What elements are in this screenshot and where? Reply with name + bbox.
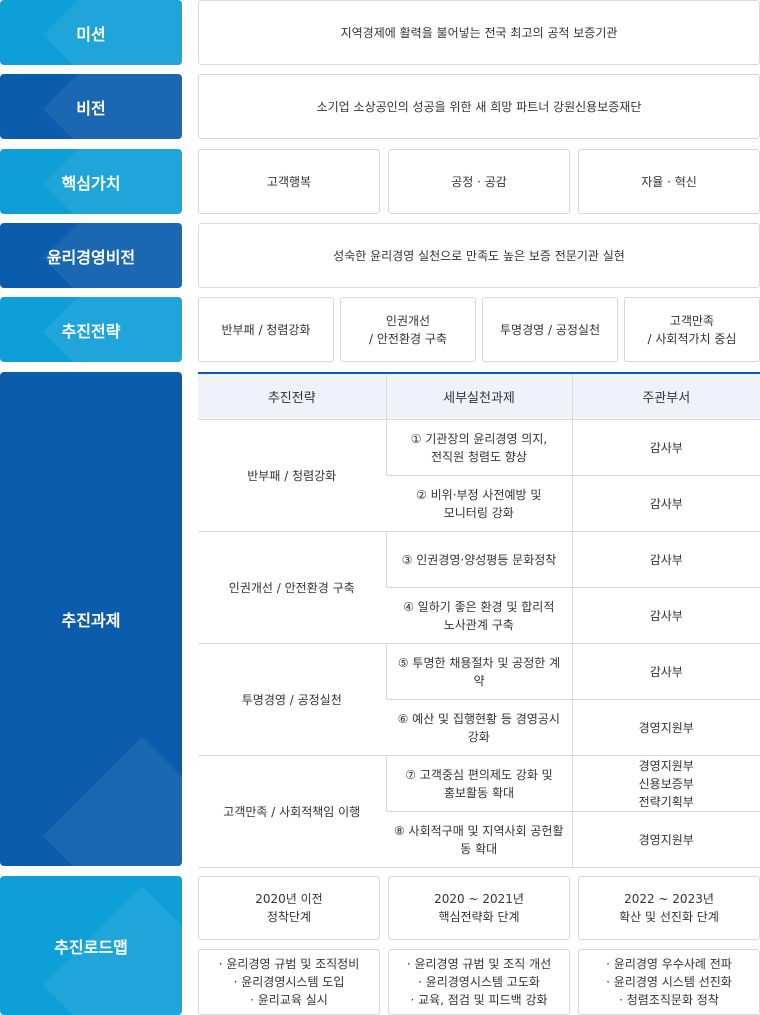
strategies-label: 추진전략 [0, 297, 182, 362]
dept-cell: 감사부 [571, 643, 760, 700]
core-value-item: 자율 · 혁신 [578, 149, 760, 214]
task-cell: ① 기관장의 윤리경영 의지, 전직원 청렴도 향상 [385, 419, 572, 476]
dept-cell: 경영지원부 [571, 811, 760, 868]
table-header-row: 추진전략 세부실천과제 주관부서 [198, 372, 760, 420]
task-cell: ⑤ 투명한 채용절차 및 공정한 계약 [385, 643, 572, 700]
table-row: ⑧ 사회적구매 및 지역사회 공헌활 동 확대 경영지원부 [198, 811, 760, 868]
mission-label: 미션 [0, 0, 182, 65]
strategy-item: 투명경영 / 공정실천 [482, 297, 618, 362]
core-value-item: 고객행복 [198, 149, 380, 214]
strategy-cell: 반부패 / 청렴강화 [198, 419, 386, 532]
strategy-item: 인권개선 / 안전환경 구축 [340, 297, 476, 362]
column-header: 세부실천과제 [385, 372, 572, 420]
strategy-cell: 고객만족 / 사회적책임 이행 [198, 755, 386, 868]
task-cell: ⑦ 고객중심 편의제도 강화 및 홍보활동 확대 [385, 755, 572, 812]
table-row: 반부패 / 청렴강화 ① 기관장의 윤리경영 의지, 전직원 청렴도 향상 감사… [198, 419, 760, 532]
column-header: 주관부서 [571, 372, 760, 420]
dept-cell: 감사부 [571, 475, 760, 532]
task-cell: ⑥ 예산 및 집행현황 등 경영공시 강화 [386, 699, 572, 756]
dept-cell: 경영지원부 [571, 699, 760, 756]
column-header: 추진전략 [198, 372, 386, 420]
roadmap-stage-title: 2022 ~ 2023년 확산 및 선진화 단계 [578, 876, 760, 940]
roadmap-stage-details: · 윤리경영 우수사례 전파 · 윤리경영 시스템 선진화 · 청렴조직문화 정… [578, 949, 760, 1015]
strategy-item: 반부패 / 청렴강화 [198, 297, 334, 362]
dept-cell: 감사부 [571, 419, 760, 476]
task-cell: ⑧ 사회적구매 및 지역사회 공헌활 동 확대 [386, 811, 572, 868]
vision-text: 소기업 소상공인의 성공을 위한 새 희망 파트너 강원신용보증재단 [198, 74, 760, 139]
roadmap-stage-details: · 윤리경영 규범 및 조직정비 · 윤리경영시스템 도입 · 윤리교육 실시 [198, 949, 380, 1015]
task-cell: ② 비위·부정 사전예방 및 모니터링 강화 [386, 475, 572, 532]
dept-cell: 경영지원부 신용보증부 전략기획부 [571, 755, 760, 812]
strategy-item: 고객만족 / 사회적가치 중심 [624, 297, 760, 362]
strategy-cell: 인권개선 / 안전환경 구축 [198, 531, 386, 644]
table-row: ② 비위·부정 사전예방 및 모니터링 강화 감사부 [198, 475, 760, 532]
roadmap-stage-title: 2020 ~ 2021년 핵심전략화 단계 [388, 876, 570, 940]
ethics-vision-label: 윤리경영비전 [0, 223, 182, 288]
table-row: ④ 일하기 좋은 환경 및 합리적 노사관계 구축 감사부 [198, 587, 760, 644]
ethics-vision-text: 성숙한 윤리경영 실천으로 만족도 높은 보증 전문기관 실현 [198, 223, 760, 288]
table-row: ⑥ 예산 및 집행현황 등 경영공시 강화 경영지원부 [198, 699, 760, 756]
strategy-cell: 투명경영 / 공정실천 [198, 643, 386, 756]
core-value-item: 공정 · 공감 [388, 149, 570, 214]
dept-cell: 감사부 [571, 531, 760, 588]
task-cell: ④ 일하기 좋은 환경 및 합리적 노사관계 구축 [386, 587, 572, 644]
table-row: 투명경영 / 공정실천 ⑤ 투명한 채용절차 및 공정한 계약 감사부 [198, 643, 760, 756]
task-cell: ③ 인권경영·양성평등 문화정착 [385, 531, 572, 588]
tasks-label: 추진과제 [0, 372, 182, 866]
table-row: 고객만족 / 사회적책임 이행 ⑦ 고객중심 편의제도 강화 및 홍보활동 확대… [198, 755, 760, 868]
core-values-label: 핵심가치 [0, 149, 182, 214]
roadmap-label: 추진로드맵 [0, 876, 182, 1015]
roadmap-stage-details: · 윤리경영 규범 및 조직 개선 · 윤리경영시스템 고도화 · 교육, 점검… [388, 949, 570, 1015]
roadmap-stage-title: 2020년 이전 정착단계 [198, 876, 380, 940]
table-row: 인권개선 / 안전환경 구축 ③ 인권경영·양성평등 문화정착 감사부 [198, 531, 760, 644]
vision-label: 비전 [0, 74, 182, 139]
tasks-table: 추진전략 세부실천과제 주관부서 반부패 / 청렴강화 ① 기관장의 윤리경영 … [198, 372, 760, 868]
dept-cell: 감사부 [571, 587, 760, 644]
mission-text: 지역경제에 활력을 불어넣는 전국 최고의 공적 보증기관 [198, 0, 760, 65]
